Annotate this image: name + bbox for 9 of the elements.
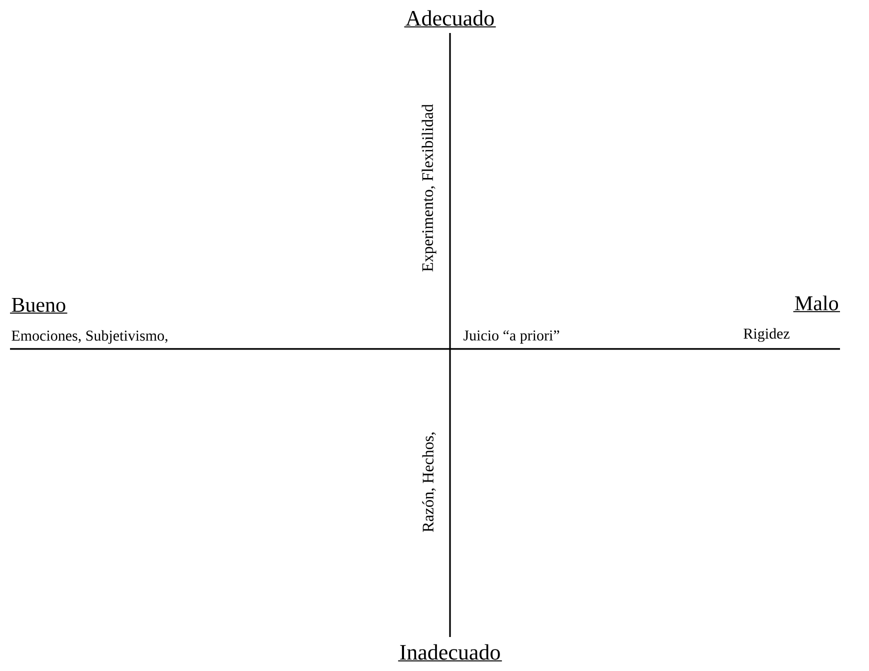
axis-caption: Experimento, Flexibilidad — [422, 104, 436, 272]
quadrant-text: Emociones, Subjetivismo, — [12, 330, 168, 344]
quadrant-text: Juicio “a priori” — [464, 330, 560, 344]
axis-caption: Razón, Hechos, — [422, 432, 436, 532]
pole-label: Adecuado — [404, 10, 496, 28]
pole-label: Malo — [792, 296, 840, 312]
quadrant-text: Rigidez — [744, 328, 790, 342]
pole-label: Inadecuado — [398, 644, 502, 662]
pole-label: Bueno — [10, 298, 68, 314]
